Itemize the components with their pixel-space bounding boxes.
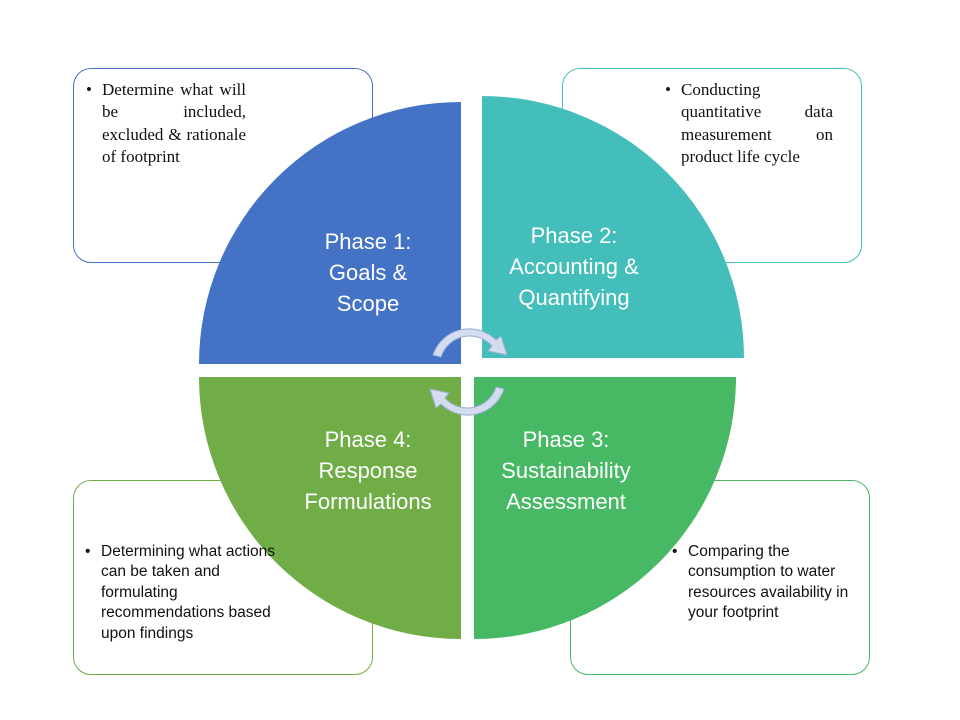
phase-4-note: • Determining what actions can be taken … (85, 542, 285, 644)
phase-2-label-line: Accounting & (509, 254, 639, 279)
phase-1-label-line: Scope (336, 291, 400, 316)
phase-2-label-line: Phase 2: (530, 223, 618, 248)
phase-3-note: • Comparing the consumption to water res… (672, 542, 852, 624)
phase-4-quadrant (199, 377, 461, 639)
phase-4-label-line: Response (318, 458, 418, 483)
cycle-arrows-icon (429, 328, 508, 416)
phase-3-note-text: Comparing the consumption to water resou… (688, 543, 849, 622)
phase-1-quadrant (199, 102, 461, 364)
phase-4-note-text: Determining what actions can be taken an… (101, 543, 276, 642)
phase-2-note: • Conducting quantitative data measureme… (665, 79, 833, 169)
phase-1-label: Phase 1: Goals & Scope (288, 226, 448, 319)
phase-2-label-line: Quantifying (518, 285, 630, 310)
phase-3-quadrant (474, 377, 736, 639)
phase-3-label-line: Phase 3: (522, 427, 610, 452)
phase-4-label-line: Phase 4: (324, 427, 412, 452)
phase-2-label: Phase 2: Accounting & Quantifying (494, 220, 654, 313)
bullet-icon: • (85, 543, 91, 560)
phase-3-label-line: Assessment (506, 489, 626, 514)
phase-4-label-line: Formulations (304, 489, 432, 514)
bullet-icon: • (672, 543, 678, 560)
phase-1-note: • Determine what will be included, exclu… (86, 79, 246, 169)
phase-2-note-text: Conducting quantitative data measurement… (681, 80, 833, 167)
phase-1-label-line: Phase 1: (324, 229, 412, 254)
phase-1-label-line: Goals & (328, 260, 408, 285)
bullet-icon: • (86, 80, 92, 99)
phase-1-note-text: Determine what will be included, exclude… (102, 80, 246, 167)
phase-2-quadrant (482, 96, 744, 358)
bullet-icon: • (665, 80, 671, 99)
phase-3-label-line: Sustainability (501, 458, 631, 483)
